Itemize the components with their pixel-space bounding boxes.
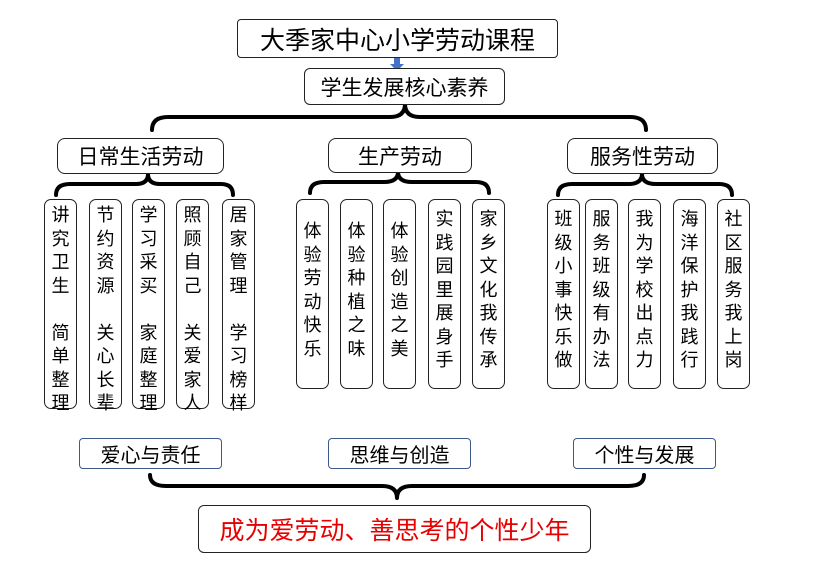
production-item-5-text: 家 乡 文 化 我 传 承 [479,209,498,371]
service-item-2-text: 服 务 班 级 有 办 法 [592,209,611,371]
production-item-1-text: 体 验 劳 动 快 乐 [303,221,322,360]
category-production: 生产劳动 [328,138,472,173]
production-item-4-text: 实 践 园 里 展 身 手 [435,209,454,371]
production-item-1: 体 验 劳 动 快 乐 [296,199,329,389]
service-item-1: 班 级 小 事 快 乐 做 [547,199,580,389]
service-item-1-text: 班 级 小 事 快 乐 做 [554,209,573,371]
tag-thinking-creation: 思维与创造 [328,438,471,469]
daily-item-5: 居 家 管 理 学 习 榜 样 [222,199,255,414]
daily-item-1: 讲 究 卫 生 简 单 整 理 [44,199,77,414]
production-item-3: 体 验 创 造 之 美 [383,199,416,389]
daily-item-5-text: 居 家 管 理 学 习 榜 样 [229,205,248,414]
brace-daily [54,172,235,197]
tag-love-responsibility: 爱心与责任 [79,438,222,469]
course-title: 大季家中心小学劳动课程 [237,19,558,58]
brace-core-to-categories [150,102,648,132]
service-item-3-text: 我 为 学 校 出 点 力 [635,209,654,371]
daily-item-4: 照 顾 自 己 关 爱 家 人 [176,199,209,414]
daily-item-2: 节 约 资 源 关 心 长 辈 [89,199,122,414]
service-item-4-text: 海 洋 保 护 我 践 行 [680,209,699,371]
tag-personality-development: 个性与发展 [573,438,716,469]
brace-production [308,170,491,195]
category-service: 服务性劳动 [567,138,718,174]
daily-item-4-text: 照 顾 自 己 关 爱 家 人 [183,205,202,414]
production-item-4: 实 践 园 里 展 身 手 [428,199,461,389]
service-item-3: 我 为 学 校 出 点 力 [628,199,661,389]
service-item-2: 服 务 班 级 有 办 法 [585,199,618,389]
service-item-5-text: 社 区 服 务 我 上 岗 [724,209,743,371]
production-item-2: 体 验 种 植 之 味 [340,199,373,389]
daily-item-2-text: 节 约 资 源 关 心 长 辈 [96,205,115,414]
brace-service [556,172,734,197]
brace-bottom [148,473,646,500]
daily-item-1-text: 讲 究 卫 生 简 单 整 理 [51,205,70,414]
daily-item-3-text: 学 习 采 买 家 庭 整 理 [139,205,158,414]
daily-item-3: 学 习 采 买 家 庭 整 理 [132,199,165,414]
service-item-5: 社 区 服 务 我 上 岗 [717,199,750,389]
production-item-5: 家 乡 文 化 我 传 承 [472,199,505,389]
goal-statement: 成为爱劳动、善思考的个性少年 [198,505,591,553]
core-literacy: 学生发展核心素养 [304,68,505,105]
production-item-2-text: 体 验 种 植 之 味 [347,221,366,360]
service-item-4: 海 洋 保 护 我 践 行 [673,199,706,389]
down-arrow-icon [390,56,404,71]
production-item-3-text: 体 验 创 造 之 美 [390,221,409,360]
category-daily-life: 日常生活劳动 [57,138,224,174]
